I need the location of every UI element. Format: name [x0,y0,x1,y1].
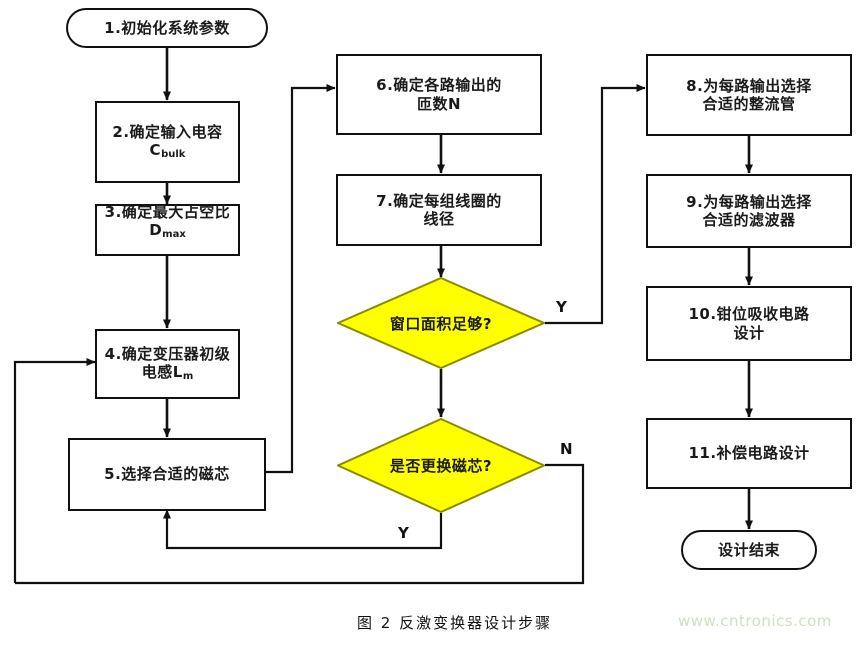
node-step4[interactable]: 4.确定变压器初级 电感Lm [95,329,240,399]
node-step2-line2: Cbulk [149,141,186,161]
plain-connector-group [15,463,585,585]
node-step2-line1: 2.确定输入电容 [112,122,223,141]
node-step6[interactable]: 6.确定各路输出的 匝数N [336,54,542,135]
decision1-shape [335,276,547,370]
node-decision1-label: 窗口面积足够? [389,314,493,333]
decision2-shape [335,417,547,514]
node-step9-line2: 合适的滤波器 [702,211,796,229]
node-step6-line1: 6.确定各路输出的 [376,76,502,95]
node-step8-line1: 8.为每路输出选择 [686,76,812,95]
node-step8-line2: 合适的整流管 [702,95,796,113]
node-step7[interactable]: 7.确定每组线圈的 线径 [336,174,542,246]
node-step3-line1: 3.确定最大占空比 [104,202,231,221]
edge-decision1-yes-to-step8 [545,84,646,325]
node-step8[interactable]: 8.为每路输出选择 合适的整流管 [646,54,852,136]
edge-label-decision2-no: N [560,440,573,458]
node-end[interactable]: 设计结束 [681,530,817,570]
node-step7-line1: 7.确定每组线圈的 [376,191,502,210]
node-step10-line1: 10.钳位吸收电路 [688,305,810,324]
site-watermark: www.cntronics.com [678,612,832,630]
node-decision1[interactable]: 窗口面积足够? [335,276,547,370]
figure-caption: 图 2 反激变换器设计步骤 [357,614,553,632]
arrow-group [13,47,753,583]
edge-decision2-yes-to-step5 [163,509,443,550]
node-step9-line1: 9.为每路输出选择 [686,192,812,211]
node-step11-label: 11.补偿电路设计 [688,444,810,463]
node-step9[interactable]: 9.为每路输出选择 合适的滤波器 [646,174,852,248]
node-step6-line2: 匝数N [416,94,462,113]
node-step5[interactable]: 5.选择合适的磁芯 [68,438,266,511]
node-start-label: 1.初始化系统参数 [104,18,230,37]
node-step4-line1: 4.确定变压器初级 [104,344,231,363]
edge-outer-feedback-to-step4 [13,358,96,583]
node-step10-line2: 设计 [733,323,765,342]
node-step3[interactable]: 3.确定最大占空比 Dmax [95,202,240,256]
node-start[interactable]: 1.初始化系统参数 [66,8,268,48]
edge-step5-to-step6 [266,84,336,474]
node-step5-label: 5.选择合适的磁芯 [104,465,230,484]
node-step2[interactable]: 2.确定输入电容 Cbulk [95,101,240,183]
node-decision2-label: 是否更换磁芯? [389,457,493,475]
node-end-label: 设计结束 [717,540,780,559]
node-step11[interactable]: 11.补偿电路设计 [646,418,852,489]
node-step4-line2: 电感Lm [141,363,194,383]
edge-label-decision2-yes: Y [398,524,409,542]
edge-decision2-no-rail [15,463,585,585]
node-step10[interactable]: 10.钳位吸收电路 设计 [646,286,852,361]
node-step3-line2: Dmax [149,221,186,241]
node-decision2[interactable]: 是否更换磁芯? [335,417,547,514]
node-step7-line2: 线径 [423,210,455,228]
edge-label-decision1-yes: Y [556,298,567,316]
